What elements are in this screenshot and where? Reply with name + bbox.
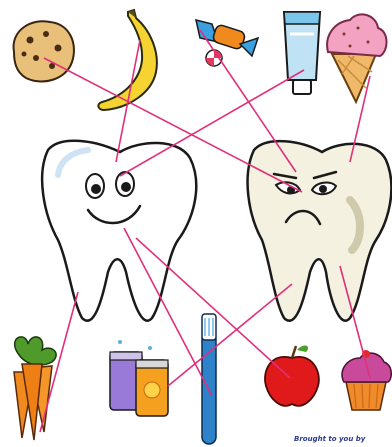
apple-icon <box>265 346 319 406</box>
ice-cream-icon <box>327 14 386 102</box>
cookie-icon <box>14 21 74 81</box>
banana-icon <box>98 10 157 110</box>
sad-tooth-icon <box>248 141 392 321</box>
credit-text: Brought to you by <box>294 435 365 443</box>
candy-icon <box>196 20 258 66</box>
carrots-icon <box>14 337 56 440</box>
toothbrush-icon <box>202 314 216 444</box>
cupcake-icon <box>342 350 391 410</box>
soda-cans-icon <box>110 340 168 416</box>
toothpaste-icon <box>284 12 320 94</box>
happy-tooth-icon <box>42 141 196 321</box>
